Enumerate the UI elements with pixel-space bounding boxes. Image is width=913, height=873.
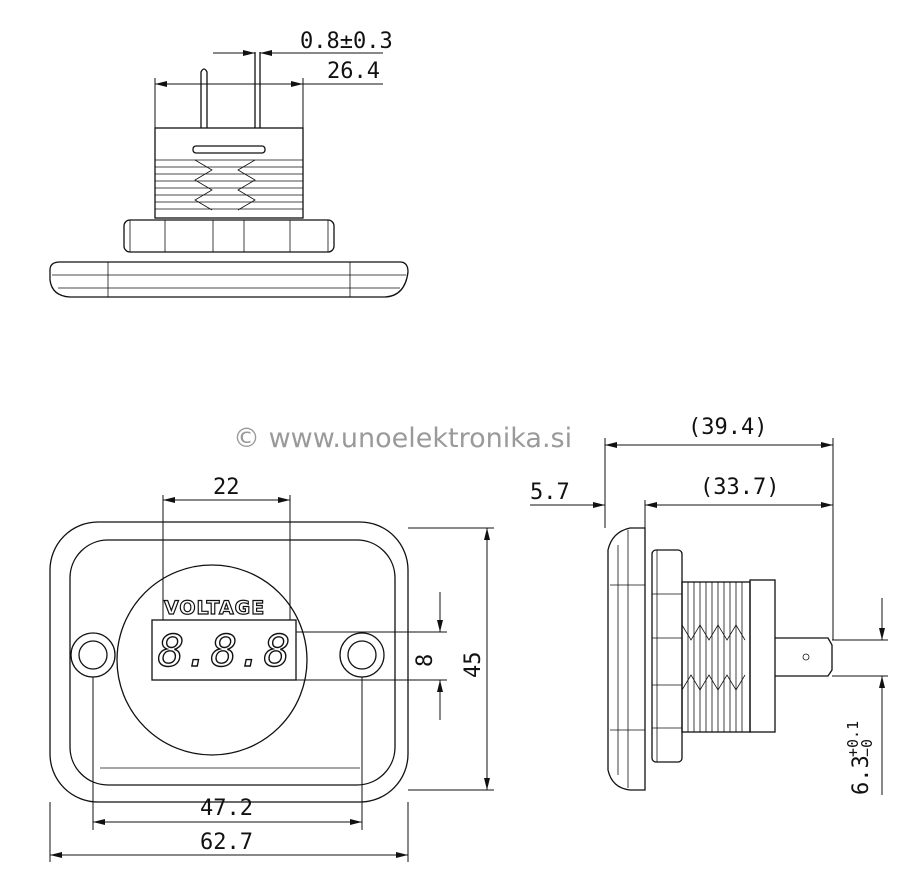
svg-text:6.3: 6.3 (849, 755, 874, 795)
dim-hole-spacing: 47.2 (200, 796, 253, 821)
dim-pin-thickness: 0.8±0.3 (300, 29, 393, 54)
display-digits: 8.8.8 (158, 626, 290, 677)
voltage-label: VOLTAGE (164, 597, 265, 619)
pin-right (254, 52, 261, 128)
svg-text:−0: −0 (858, 739, 876, 757)
dim-panel-width: 62.7 (200, 830, 253, 855)
display-bezel (116, 564, 308, 756)
dim-body-depth: (33.7) (700, 475, 779, 500)
dim-flange-thickness: 5.7 (530, 480, 570, 505)
led-display (151, 619, 297, 681)
side-body (749, 579, 776, 733)
pin-left (200, 68, 208, 128)
side-flange (607, 527, 646, 791)
dim-overall-depth: (39.4) (688, 415, 767, 440)
mount-hole-right (339, 632, 385, 678)
dim-pin-spacing: 26.4 (327, 59, 380, 84)
nut (123, 219, 335, 253)
side-thread (681, 581, 751, 733)
thread-lines (155, 159, 303, 211)
front-view: 8.8.8 VOLTAGE 22 8 45 47.2 62.7 (49, 475, 494, 862)
body (154, 127, 304, 219)
side-nut (651, 549, 683, 763)
dim-display-width: 22 (213, 475, 240, 500)
dim-tab-width: 6.3 +0.1 −0 (844, 721, 876, 795)
dim-panel-height: 45 (461, 652, 486, 679)
flange (49, 261, 409, 298)
side-tab (775, 637, 833, 677)
side-view: (39.4) (33.7) 5.7 6.3 +0.1 −0 (530, 415, 888, 795)
top-view: 0.8±0.3 26.4 (49, 29, 409, 298)
mount-hole-left (70, 632, 116, 678)
watermark: © www.unoelektronika.si (233, 423, 572, 454)
dim-display-height: 8 (413, 654, 438, 667)
svg-text:+0.1: +0.1 (844, 721, 862, 757)
panel-outline (49, 521, 409, 803)
